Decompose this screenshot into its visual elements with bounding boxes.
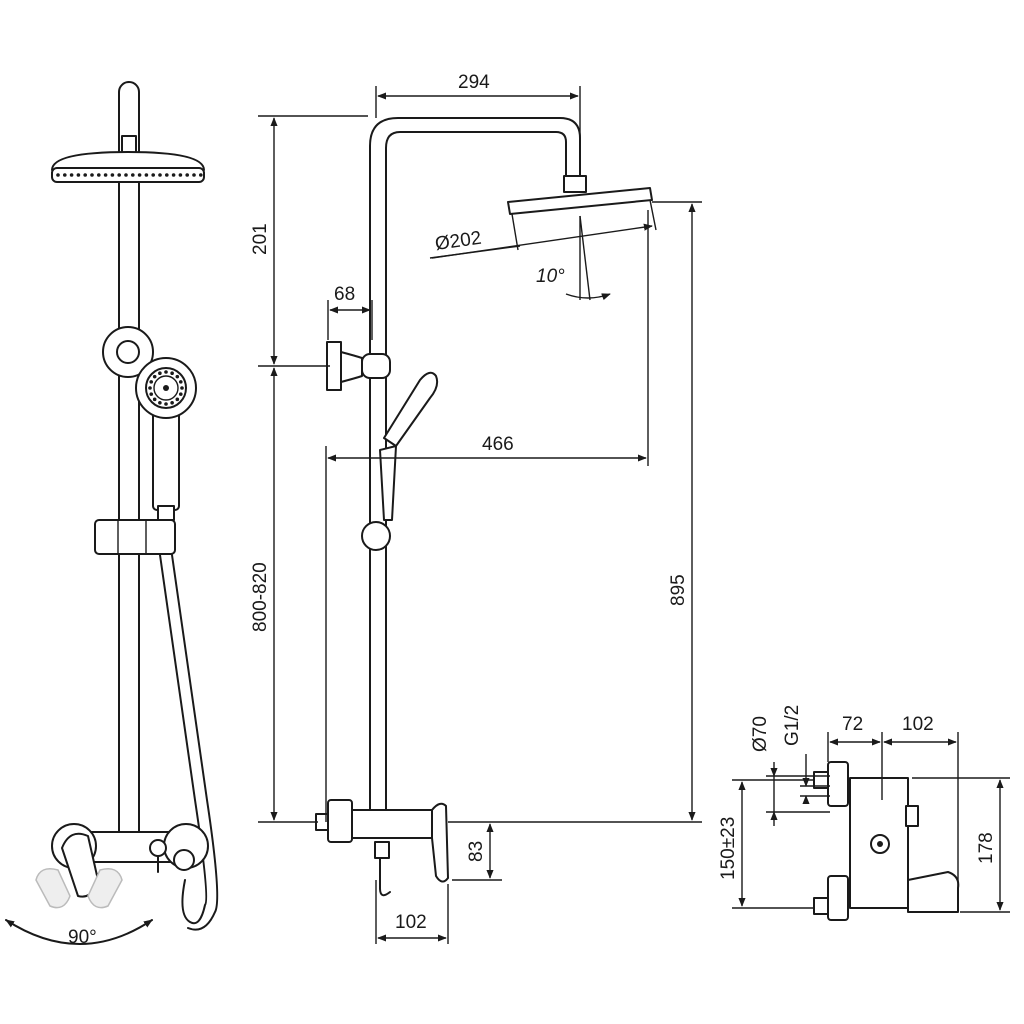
- dim-arm-clear: 68: [334, 284, 355, 305]
- front-slider-holder: [94, 519, 176, 555]
- side-hand-shower: [379, 371, 439, 521]
- hand-nozzle-dot: [180, 386, 184, 390]
- dim-reach: 466: [482, 434, 514, 455]
- dim-top-width: 294: [458, 72, 490, 93]
- overhead-nozzles: [56, 173, 203, 177]
- dim-bar-height: 800-820: [250, 562, 271, 632]
- hand-nozzle-dot: [148, 386, 152, 390]
- dim-body-depth: 102: [902, 714, 934, 735]
- hand-nozzle-dot: [175, 374, 180, 379]
- rotate-angle-label: 90°: [68, 927, 97, 948]
- dim-thread: G1/2: [782, 705, 803, 746]
- nozzle-dot: [199, 173, 203, 177]
- nozzle-dot: [165, 173, 169, 177]
- dimension-lines: 294 201 68 Ø202 10° 466 800-820: [250, 72, 1010, 944]
- nozzle-dot: [83, 173, 87, 177]
- hand-nozzle-dot: [178, 380, 183, 384]
- hand-nozzle-dot: [149, 392, 154, 396]
- front-view: 90°: [5, 81, 219, 948]
- nozzle-dot: [56, 173, 60, 177]
- nozzle-dot: [151, 173, 155, 177]
- hand-nozzle-dot: [175, 397, 180, 402]
- dim-centers: 150±23: [718, 817, 739, 880]
- nozzle-dot: [137, 173, 142, 177]
- nozzle-dot: [103, 173, 108, 177]
- hand-nozzle-dot: [158, 371, 162, 376]
- nozzle-dot: [158, 173, 162, 177]
- hand-nozzle-dot: [149, 380, 154, 384]
- front-mixer: [51, 823, 209, 898]
- nozzle-dot: [131, 173, 135, 177]
- side-overhead-shower: [507, 187, 653, 215]
- hand-nozzle-dot: [170, 400, 174, 405]
- lever-left-ghost: [35, 868, 71, 909]
- hand-nozzle-dot: [164, 370, 168, 374]
- nozzle-dot: [144, 173, 149, 177]
- mixer-detail-view: [813, 761, 960, 921]
- nozzle-dot: [90, 173, 94, 177]
- nozzle-dot: [110, 173, 115, 177]
- front-hand-shower: [135, 357, 197, 521]
- dim-eccentric-dia: Ø70: [750, 716, 771, 752]
- dim-total-height: 895: [668, 574, 689, 606]
- dim-tilt-angle: 10°: [536, 266, 565, 287]
- lever-right-ghost: [87, 868, 123, 909]
- dim-body-offset: 72: [842, 714, 863, 735]
- side-slider-knob: [361, 521, 391, 551]
- hand-nozzle-dot: [178, 392, 183, 396]
- dim-head-dia: Ø202: [434, 228, 483, 255]
- nozzle-dot: [117, 173, 121, 177]
- nozzle-dot: [192, 173, 196, 177]
- nozzle-dot: [63, 173, 67, 177]
- hand-nozzle-dot: [152, 397, 157, 402]
- dim-head-drop: 201: [250, 223, 271, 255]
- hand-nozzle-dot: [164, 402, 168, 406]
- nozzle-dot: [178, 173, 183, 177]
- side-wall-bracket: [326, 341, 391, 391]
- side-mixer: [315, 799, 449, 897]
- nozzle-dot: [124, 173, 128, 177]
- hand-nozzle-dot: [158, 400, 162, 405]
- nozzle-dot: [171, 173, 176, 177]
- side-riser: [369, 117, 581, 823]
- hand-shower-nozzles: [148, 370, 184, 406]
- dim-mixer-depth: 102: [395, 912, 427, 933]
- rotation-arc: [5, 919, 153, 945]
- hand-nozzle-dot: [152, 374, 157, 379]
- nozzle-dot: [69, 173, 74, 177]
- nozzle-dot: [76, 173, 81, 177]
- dim-outlet-drop: 83: [466, 841, 487, 862]
- front-overhead-shower: [51, 151, 205, 183]
- nozzle-dot: [185, 173, 189, 177]
- hand-nozzle-dot: [170, 371, 174, 376]
- side-view: [315, 117, 653, 897]
- dim-body-height: 178: [976, 832, 997, 864]
- nozzle-dot: [97, 173, 101, 177]
- front-riser-bar: [118, 81, 140, 843]
